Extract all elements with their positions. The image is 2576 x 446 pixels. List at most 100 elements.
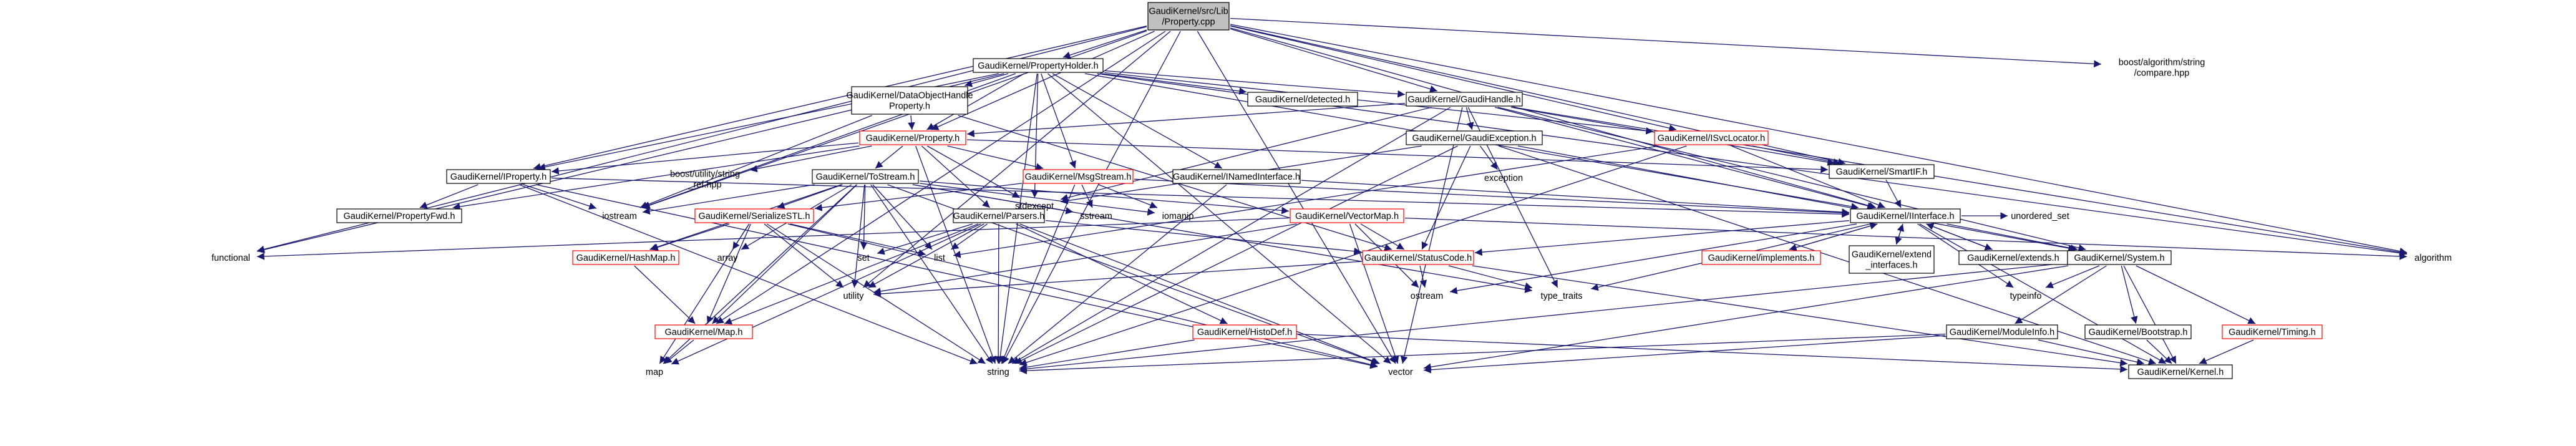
- node-detected[interactable]: GaudiKernel/detected.h: [1247, 92, 1358, 107]
- node-ISvcLocator[interactable]: GaudiKernel/ISvcLocator.h: [1654, 130, 1769, 145]
- edge-line: [749, 145, 872, 173]
- edge-line: [419, 184, 479, 209]
- edge-line: [994, 223, 1002, 364]
- node-IProperty[interactable]: GaudiKernel/IProperty.h: [446, 169, 551, 184]
- node-label: vector: [1388, 367, 1413, 377]
- edge-ToStream-to-SerializeSTL: [777, 184, 843, 209]
- node-ToStream[interactable]: GaudiKernel/ToStream.h: [812, 169, 919, 184]
- node-VectorMap[interactable]: GaudiKernel/VectorMap.h: [1290, 208, 1404, 223]
- edge-PropertyHolder-to-Property: [926, 73, 1024, 130]
- edge-line: [1041, 73, 1076, 169]
- edge-line: [2136, 265, 2256, 324]
- edge-line: [1081, 184, 1093, 208]
- edge-SerializeSTL-to-utility: [764, 223, 844, 288]
- node-GaudiException[interactable]: GaudiKernel/GaudiException.h: [1406, 130, 1543, 145]
- edge-root-to-PropertyHolder: [1062, 29, 1147, 59]
- edge-ISvcLocator-to-list: [953, 145, 1660, 258]
- edge-PropertyHolder-to-ISvcLocator: [1104, 72, 1654, 135]
- node-System[interactable]: GaudiKernel/System.h: [2067, 250, 2172, 265]
- edge-GaudiHandle-to-stdexcept: [1060, 107, 1432, 201]
- node-PropertyHolder[interactable]: GaudiKernel/PropertyHolder.h: [973, 58, 1104, 73]
- node-ModuleInfo[interactable]: GaudiKernel/ModuleInfo.h: [1946, 324, 2058, 339]
- edge-line: [872, 184, 933, 250]
- node-MapH[interactable]: GaudiKernel/Map.h: [654, 324, 753, 339]
- node-Extends[interactable]: GaudiKernel/extends.h: [1958, 250, 2068, 265]
- node-label: GaudiKernel/HashMap.h: [576, 253, 676, 263]
- edge-line: [1789, 222, 1878, 250]
- edge-line: [671, 223, 981, 365]
- node-root[interactable]: GaudiKernel/src/Lib/Property.cpp: [1147, 2, 1230, 31]
- node-utility: utility: [843, 291, 864, 301]
- edge-line: [1047, 73, 1392, 364]
- edge-root-to-ISvcLocator: [1230, 25, 1677, 132]
- node-HistoDef[interactable]: GaudiKernel/HistoDef.h: [1192, 324, 1297, 339]
- edge-ToStream-to-MapH: [712, 184, 857, 324]
- edge-ToStream-to-set: [860, 184, 868, 250]
- edge-line: [256, 217, 1290, 260]
- node-label: GaudiKernel/MsgStream.h: [1025, 172, 1132, 182]
- node-Property[interactable]: GaudiKernel/Property.h: [859, 130, 966, 145]
- node-booststringref: boost/utility/string_ref.hpp: [670, 170, 740, 190]
- node-box: [1362, 250, 1474, 265]
- node-box: [694, 208, 814, 223]
- node-StatusCode[interactable]: GaudiKernel/StatusCode.h: [1362, 250, 1474, 265]
- node-HashMap[interactable]: GaudiKernel/HashMap.h: [572, 250, 679, 265]
- edge-MsgStream-to-SerializeSTL: [814, 183, 1023, 211]
- edge-line: [1008, 184, 1227, 364]
- edge-line: [908, 115, 915, 130]
- node-Implements[interactable]: GaudiKernel/implements.h: [1701, 250, 1821, 265]
- node-KernelH[interactable]: GaudiKernel/Kernel.h: [2128, 364, 2233, 379]
- node-box: [1701, 250, 1821, 265]
- edge-line: [1517, 145, 2076, 252]
- node-GaudiHandle[interactable]: GaudiKernel/GaudiHandle.h: [1406, 92, 1523, 107]
- edge-line: [2038, 339, 2145, 366]
- edge-DataObjectHandleProperty-to-Property: [908, 115, 915, 130]
- node-SerializeSTL[interactable]: GaudiKernel/SerializeSTL.h: [694, 208, 814, 223]
- node-MsgStream[interactable]: GaudiKernel/MsgStream.h: [1023, 169, 1134, 184]
- edge-root-to-algorithm: [1230, 24, 2408, 255]
- edge-VectorMap-to-utility: [873, 223, 1297, 295]
- edge-line: [966, 103, 1406, 137]
- node-label: GaudiKernel/GaudiException.h: [1412, 133, 1536, 143]
- edge-ToStream-to-iomanip: [919, 183, 1155, 216]
- node-SmartIF[interactable]: GaudiKernel/SmartIF.h: [1829, 164, 1935, 179]
- edge-line: [1497, 107, 2086, 251]
- node-PropertyFwd[interactable]: GaudiKernel/PropertyFwd.h: [336, 208, 462, 223]
- node-label: exception: [1484, 173, 1523, 183]
- edge-GaudiException-to-exception: [1479, 145, 1499, 170]
- node-label: GaudiKernel/IProperty.h: [450, 172, 547, 182]
- edge-line: [519, 184, 978, 365]
- node-box: [1829, 164, 1935, 179]
- node-label: iostream: [602, 211, 637, 221]
- edge-line: [921, 145, 991, 208]
- node-Timing[interactable]: GaudiKernel/Timing.h: [2222, 324, 2323, 339]
- edge-System-to-Bootstrap: [2121, 265, 2138, 324]
- node-label: GaudiKernel/PropertyFwd.h: [344, 211, 455, 221]
- node-ExtendInterfaces[interactable]: GaudiKernel/extend_interfaces.h: [1849, 245, 1935, 274]
- edge-Parsers-to-StatusCode: [1045, 220, 1362, 255]
- edge-System-to-vector: [1423, 265, 2069, 371]
- edge-Timing-to-KernelH: [2199, 339, 2254, 364]
- edge-line: [2045, 265, 2100, 289]
- edge-line: [953, 145, 1660, 258]
- edge-Property-to-MsgStream: [947, 145, 1044, 171]
- node-Bootstrap[interactable]: GaudiKernel/Bootstrap.h: [2084, 324, 2192, 339]
- node-IInterface[interactable]: GaudiKernel/IInterface.h: [1850, 208, 1961, 223]
- edge-line: [1423, 335, 1946, 374]
- edge-line: [1926, 223, 1993, 250]
- edge-line: [1731, 145, 1885, 209]
- node-label: GaudiKernel/src/Lib: [1149, 7, 1228, 17]
- edge-HashMap-to-MapH: [634, 265, 696, 324]
- edge-line: [870, 184, 993, 364]
- edge-Parsers-to-vector: [1019, 223, 1380, 365]
- edge-line: [814, 183, 1023, 211]
- node-label: sstream: [1080, 211, 1112, 221]
- node-INamedInterface[interactable]: GaudiKernel/INamedInterface.h: [1172, 169, 1301, 184]
- edge-line: [764, 223, 844, 288]
- node-box: [1849, 245, 1935, 274]
- node-sstream: sstream: [1080, 211, 1112, 221]
- edge-IProperty-to-string: [519, 184, 978, 365]
- node-Parsers[interactable]: GaudiKernel/Parsers.h: [953, 208, 1045, 223]
- edge-line: [707, 223, 751, 324]
